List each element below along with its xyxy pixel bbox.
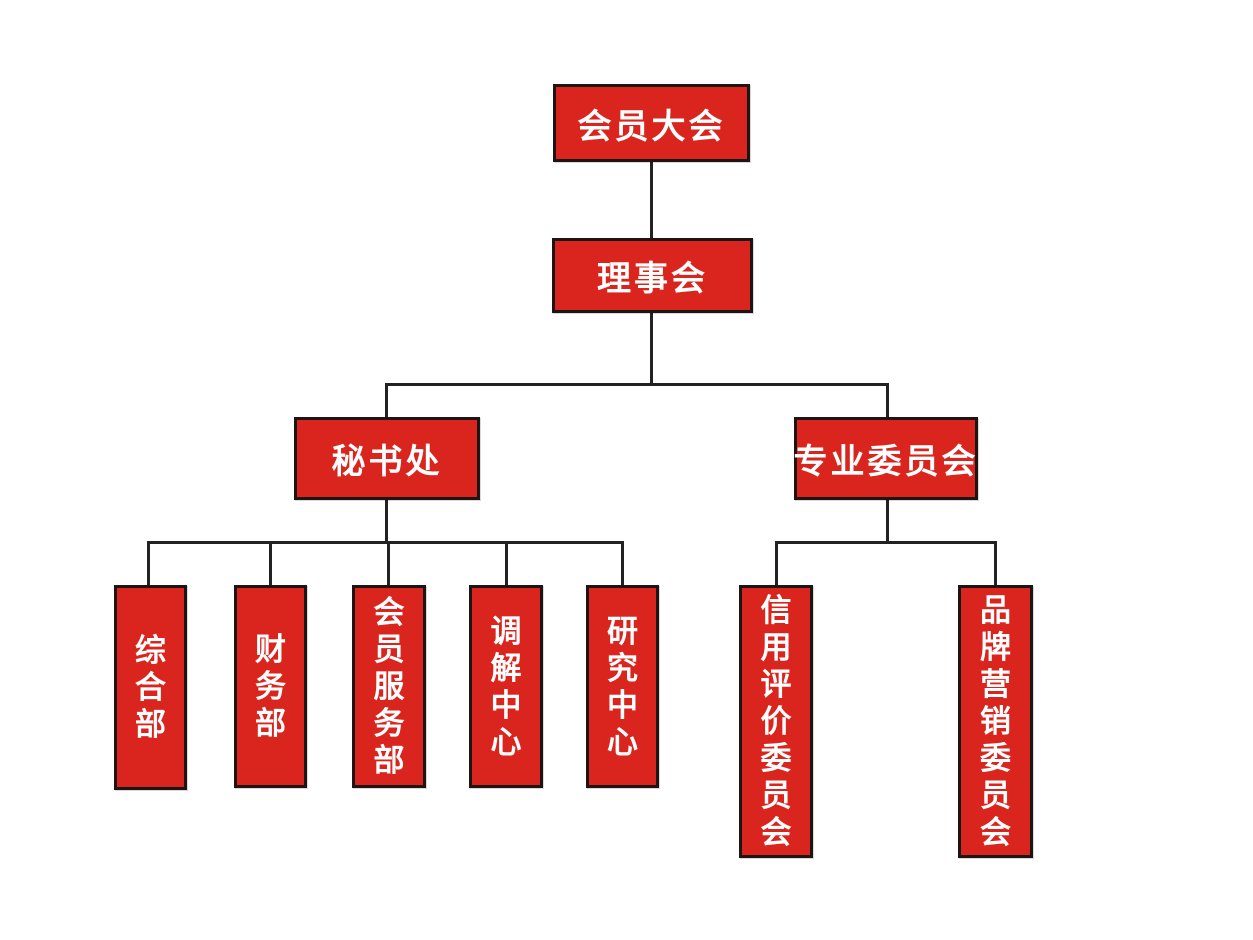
node-mediation-center: 调 解 中 心 bbox=[469, 585, 543, 788]
node-council: 理事会 bbox=[552, 238, 753, 313]
node-credit-evaluation-committee: 信 用 评 价 委 员 会 bbox=[739, 585, 813, 858]
connector-line bbox=[994, 541, 997, 587]
node-label: 会 员 服 务 部 bbox=[373, 595, 405, 778]
connector-line bbox=[505, 541, 508, 587]
connector-line bbox=[385, 383, 388, 419]
connector-line bbox=[269, 541, 272, 587]
node-label: 专业委员会 bbox=[793, 443, 979, 481]
node-label: 研 究 中 心 bbox=[607, 613, 638, 760]
connector-line bbox=[775, 541, 778, 587]
node-dept-member-service: 会 员 服 务 部 bbox=[352, 585, 426, 788]
connector-line bbox=[385, 383, 889, 386]
node-label: 综 合 部 bbox=[135, 633, 166, 742]
connector-line bbox=[650, 311, 653, 386]
node-label: 会员大会 bbox=[577, 107, 726, 146]
connector-line bbox=[886, 383, 889, 419]
connector-line bbox=[147, 541, 624, 544]
node-label: 理事会 bbox=[597, 260, 708, 298]
node-general-assembly: 会员大会 bbox=[553, 84, 750, 162]
node-label: 秘书处 bbox=[331, 443, 443, 481]
connector-line bbox=[650, 160, 653, 240]
node-label: 信 用 评 价 委 员 会 bbox=[760, 593, 792, 850]
node-research-center: 研 究 中 心 bbox=[586, 585, 659, 788]
connector-line bbox=[775, 541, 997, 544]
node-professional-committee: 专业委员会 bbox=[794, 417, 978, 500]
connector-line bbox=[147, 541, 150, 587]
node-label: 财 务 部 bbox=[255, 632, 286, 741]
node-brand-marketing-committee: 品 牌 营 销 委 员 会 bbox=[958, 585, 1033, 858]
connector-line bbox=[385, 498, 388, 544]
node-dept-finance: 财 务 部 bbox=[234, 585, 307, 788]
node-dept-general: 综 合 部 bbox=[114, 585, 187, 790]
connector-line bbox=[886, 498, 889, 544]
connector-line bbox=[621, 541, 624, 587]
node-label: 品 牌 营 销 委 员 会 bbox=[980, 593, 1011, 850]
node-label: 调 解 中 心 bbox=[490, 613, 522, 760]
connector-line bbox=[387, 541, 390, 587]
node-secretariat: 秘书处 bbox=[294, 417, 480, 500]
